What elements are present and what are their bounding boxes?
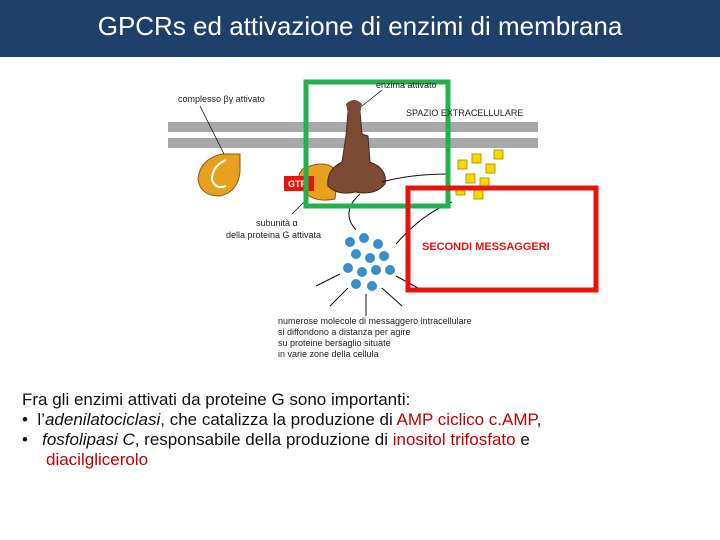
label-subunit-1: subunità α bbox=[256, 218, 298, 228]
enzyme-tip bbox=[346, 100, 362, 114]
arrow-enzyme-to-messengers bbox=[348, 193, 361, 231]
arrow-to-yellow bbox=[381, 173, 451, 183]
diagram-svg: GTP bbox=[168, 79, 599, 359]
caption: Fra gli enzimi attivati da proteine G so… bbox=[22, 390, 712, 470]
gpcr-diagram: GTP bbox=[160, 74, 600, 364]
label-complex: complesso βγ attivato bbox=[178, 94, 265, 104]
messenger-dot bbox=[357, 267, 367, 277]
yellow-molecule bbox=[493, 149, 504, 160]
bullet-fosfolipasi-continued: diacilglicerolo bbox=[22, 450, 712, 470]
b1-middle: , che catalizza la produzione di bbox=[160, 410, 397, 429]
desc-line-2: si diffondono a distanza per agire bbox=[278, 327, 410, 337]
yellow-molecule bbox=[485, 163, 496, 174]
b1-enzyme: adenilatociclasi bbox=[44, 410, 161, 429]
bullet-adenilatociclasi: • l’adenilatociclasi, che catalizza la p… bbox=[22, 410, 712, 430]
spread-arrow bbox=[381, 287, 403, 307]
yellow-molecule bbox=[465, 173, 476, 184]
yellow-molecule bbox=[471, 153, 482, 164]
red-highlight-box bbox=[405, 185, 599, 293]
enzyme-shape bbox=[327, 111, 386, 194]
b1-end: , bbox=[536, 410, 542, 429]
messenger-dot bbox=[345, 237, 355, 247]
messenger-dot bbox=[365, 253, 375, 263]
label-second-messengers: SECONDI MESSAGGERI bbox=[422, 241, 550, 253]
beta-gamma-inner bbox=[210, 159, 227, 189]
alpha-subunit bbox=[298, 163, 339, 201]
pointer-complex bbox=[199, 105, 225, 155]
gtp-label: GTP bbox=[288, 179, 307, 189]
messenger-dot bbox=[379, 251, 389, 261]
messenger-dot bbox=[359, 233, 369, 243]
desc-line-4: in varie zone della cellula bbox=[278, 349, 379, 359]
label-subunit-2: della proteina G attivata bbox=[226, 230, 321, 240]
messenger-dot bbox=[367, 281, 377, 291]
b2-connector: e bbox=[515, 430, 530, 449]
b2-product-2: diacilglicerolo bbox=[46, 450, 149, 469]
label-space: SPAZIO EXTRACELLULARE bbox=[406, 108, 523, 118]
bullet-marker: • bbox=[22, 430, 28, 449]
messenger-dot bbox=[351, 279, 361, 289]
messenger-dot bbox=[385, 265, 395, 275]
label-enzyme: enzima attivato bbox=[376, 80, 437, 90]
b2-product-1: inositol trifosfato bbox=[392, 430, 516, 449]
yellow-molecule bbox=[473, 189, 484, 200]
messenger-dot bbox=[351, 249, 361, 259]
title-bar: GPCRs ed attivazione di enzimi di membra… bbox=[0, 0, 720, 57]
messenger-dot bbox=[373, 239, 383, 249]
b2-enzyme: fosfolipasi C bbox=[42, 430, 135, 449]
page-title: GPCRs ed attivazione di enzimi di membra… bbox=[97, 11, 623, 41]
bullet-fosfolipasi: • fosfolipasi C, responsabile della prod… bbox=[22, 430, 712, 450]
desc-line-1: numerose molecole di messaggero intracel… bbox=[278, 316, 472, 326]
spread-arrow bbox=[329, 287, 349, 307]
spread-arrow bbox=[315, 273, 341, 287]
b1-prefix: l’ bbox=[37, 410, 45, 429]
green-highlight-box bbox=[303, 79, 451, 209]
b2-middle: , responsabile della produzione di bbox=[134, 430, 393, 449]
intro-text: Fra gli enzimi attivati da proteine G so… bbox=[22, 390, 411, 409]
bullet-marker: • bbox=[22, 410, 28, 429]
yellow-molecule bbox=[457, 159, 468, 170]
desc-line-3: su proteine bersaglio situate bbox=[278, 338, 391, 348]
messenger-dot bbox=[371, 265, 381, 275]
pointer-enzyme bbox=[361, 89, 383, 107]
b1-product: AMP ciclico c.AMP bbox=[396, 410, 537, 429]
beta-gamma-complex bbox=[197, 153, 241, 197]
messenger-dot bbox=[343, 263, 353, 273]
